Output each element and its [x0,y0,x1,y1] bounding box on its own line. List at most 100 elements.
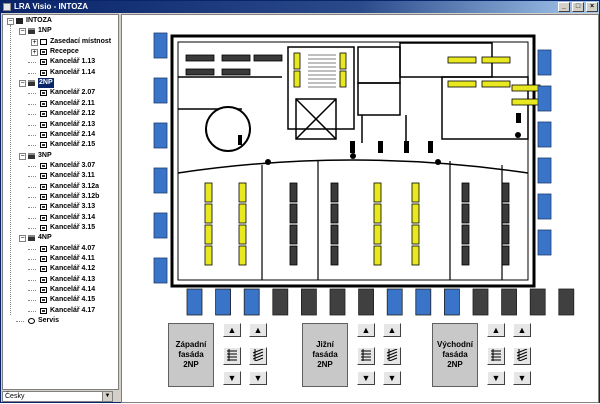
tree-item-r-312a[interactable]: Kancelář 3.12a [3,182,118,192]
light-fixture[interactable] [501,182,510,203]
tree-item-r-314[interactable]: Kancelář 3.14 [3,213,118,223]
light-fixture[interactable] [411,203,420,224]
facade-south-down-button[interactable]: ▼ [383,371,401,385]
facade-east-tilt-open-button[interactable] [487,347,505,365]
facade-west-down-button[interactable]: ▼ [249,371,267,385]
collapse-icon[interactable]: − [19,152,26,160]
blind-south[interactable] [443,288,460,316]
blind-west[interactable] [153,77,168,104]
tree-item-r-114[interactable]: Kancelář 1.14 [3,68,118,78]
light-fixture[interactable] [501,224,510,245]
chevron-down-icon[interactable]: ▼ [102,392,112,401]
close-button[interactable]: × [586,2,598,12]
tree-item-r-313[interactable]: Kancelář 3.13 [3,202,118,212]
blind-east[interactable] [537,49,552,76]
tree-item-r-417[interactable]: Kancelář 4.17 [3,306,118,316]
light-fixture[interactable] [501,203,510,224]
blind-west[interactable] [153,167,168,194]
facade-west-down-button[interactable]: ▼ [223,371,241,385]
tree-item-r-rec[interactable]: +Recepce [3,47,118,57]
light-fixture[interactable] [411,182,420,203]
blind-south[interactable] [529,288,546,316]
light-fixture[interactable] [481,80,511,88]
blind-south[interactable] [415,288,432,316]
blind-west[interactable] [153,257,168,284]
tree-item-r-212[interactable]: Kancelář 2.12 [3,109,118,119]
facade-south-up-button[interactable]: ▲ [357,323,375,337]
light-fixture[interactable] [330,245,339,266]
light-fixture[interactable] [411,245,420,266]
tree-item-r-zas[interactable]: +Zasedací místnost [3,37,118,47]
light-fixture[interactable] [185,68,215,76]
light-fixture[interactable] [221,68,251,76]
light-fixture[interactable] [339,52,347,70]
light-fixture[interactable] [481,56,511,64]
tree-item-r-407[interactable]: Kancelář 4.07 [3,244,118,254]
light-fixture[interactable] [373,245,382,266]
light-fixture[interactable] [373,182,382,203]
facade-east-up-button[interactable]: ▲ [487,323,505,337]
tree-item-r-411[interactable]: Kancelář 4.11 [3,254,118,264]
light-fixture[interactable] [461,182,470,203]
tree-item-4np[interactable]: −4NP [3,233,118,243]
blind-south[interactable] [386,288,403,316]
facade-east-up-button[interactable]: ▲ [513,323,531,337]
light-fixture[interactable] [339,70,347,88]
light-fixture[interactable] [511,84,541,92]
tree-item-2np[interactable]: −2NP [3,78,118,89]
light-fixture[interactable] [330,224,339,245]
tree-item-r-414[interactable]: Kancelář 4.14 [3,285,118,295]
collapse-icon[interactable]: − [19,28,26,36]
light-fixture[interactable] [293,52,301,70]
light-fixture[interactable] [204,182,213,203]
light-fixture[interactable] [447,80,477,88]
light-fixture[interactable] [373,203,382,224]
light-fixture[interactable] [501,245,510,266]
tree-item-r-312b[interactable]: Kancelář 3.12b [3,192,118,202]
blind-south[interactable] [300,288,317,316]
tree-item-servis[interactable]: Servis [3,316,118,326]
blind-south[interactable] [358,288,375,316]
blind-east[interactable] [537,85,552,112]
blind-south[interactable] [215,288,231,316]
collapse-icon[interactable]: − [19,80,26,88]
expand-icon[interactable]: + [31,38,38,46]
tree-item-r-415[interactable]: Kancelář 4.15 [3,295,118,305]
tree-item-root[interactable]: −INTOZA [3,16,118,26]
light-fixture[interactable] [185,54,215,62]
tree-item-r-307[interactable]: Kancelář 3.07 [3,161,118,171]
language-select[interactable]: Česky ▼ [2,391,113,402]
blind-south[interactable] [501,288,518,316]
collapse-icon[interactable]: − [19,235,26,243]
light-fixture[interactable] [447,56,477,64]
tree-item-r-211[interactable]: Kancelář 2.11 [3,99,118,109]
collapse-icon[interactable]: − [7,18,14,25]
tree-item-r-113[interactable]: Kancelář 1.13 [3,57,118,67]
tree-item-r-412[interactable]: Kancelář 4.12 [3,264,118,274]
tree-item-r-413[interactable]: Kancelář 4.13 [3,275,118,285]
light-fixture[interactable] [330,182,339,203]
light-fixture[interactable] [461,245,470,266]
light-fixture[interactable] [204,224,213,245]
blind-east[interactable] [537,229,552,256]
light-fixture[interactable] [373,224,382,245]
facade-south-tilt-open-button[interactable] [383,347,401,365]
facade-west-up-button[interactable]: ▲ [249,323,267,337]
tree-item-3np[interactable]: −3NP [3,151,118,161]
light-fixture[interactable] [238,203,247,224]
facade-south-down-button[interactable]: ▼ [357,371,375,385]
light-fixture[interactable] [461,203,470,224]
facade-south-up-button[interactable]: ▲ [383,323,401,337]
facade-east-down-button[interactable]: ▼ [513,371,531,385]
facade-west-up-button[interactable]: ▲ [223,323,241,337]
light-fixture[interactable] [289,224,298,245]
blind-west[interactable] [153,122,168,149]
tree-item-r-214[interactable]: Kancelář 2.14 [3,130,118,140]
title-bar[interactable]: LRA Visio - INTOZA _ □ × [1,1,599,13]
facade-west-tilt-open-button[interactable] [249,347,267,365]
blind-south[interactable] [243,288,260,316]
tree-item-1np[interactable]: −1NP [3,26,118,36]
tree-item-r-315[interactable]: Kancelář 3.15 [3,223,118,233]
tree-item-r-207[interactable]: Kancelář 2.07 [3,88,118,98]
